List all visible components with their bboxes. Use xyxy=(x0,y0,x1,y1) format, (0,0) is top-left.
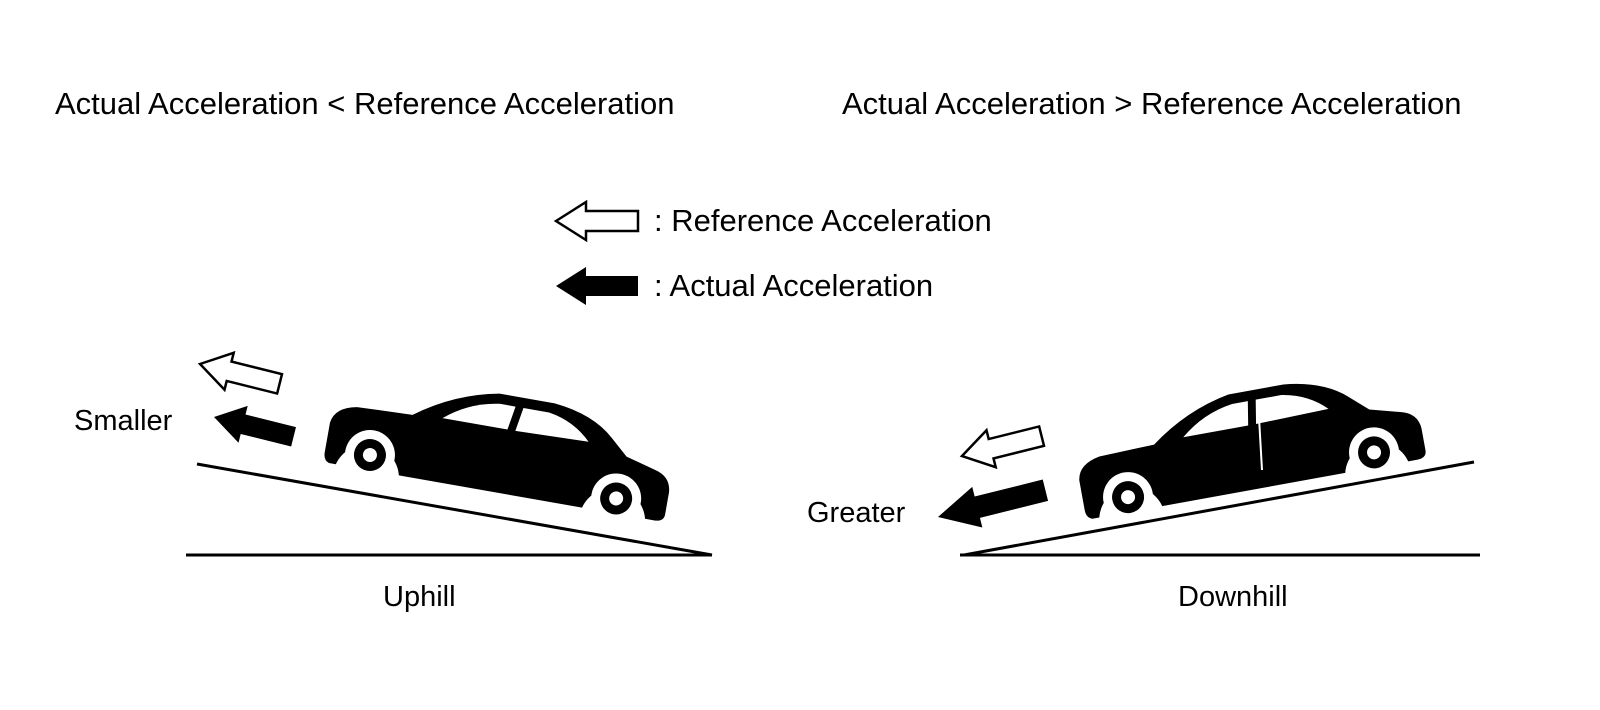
uphill-smaller-label: Smaller xyxy=(74,405,173,437)
uphill-reference-arrow-icon xyxy=(194,344,286,404)
uphill-slope-line xyxy=(196,462,713,557)
legend-actual-label: : Actual Acceleration xyxy=(654,268,933,303)
downhill-actual-arrow-icon xyxy=(932,469,1051,538)
heading-right: Actual Acceleration > Reference Accelera… xyxy=(842,86,1462,121)
legend-reference-label: : Reference Acceleration xyxy=(654,203,992,238)
heading-left: Actual Acceleration < Reference Accelera… xyxy=(55,86,675,121)
legend-reference-arrow-icon xyxy=(554,200,640,242)
downhill-greater-label: Greater xyxy=(807,497,906,529)
downhill-label: Downhill xyxy=(1178,581,1288,613)
downhill-scene: Greater Downhill xyxy=(807,361,1480,613)
downhill-reference-arrow-icon xyxy=(956,416,1048,476)
uphill-label: Uphill xyxy=(383,581,456,613)
downhill-slope-line xyxy=(963,460,1475,557)
uphill-scene: Smaller Uphill xyxy=(74,344,713,613)
uphill-actual-arrow-icon xyxy=(209,398,299,456)
uphill-car-icon xyxy=(321,365,681,532)
legend-actual-arrow-icon xyxy=(556,267,638,305)
downhill-car-door-line xyxy=(1257,399,1263,471)
